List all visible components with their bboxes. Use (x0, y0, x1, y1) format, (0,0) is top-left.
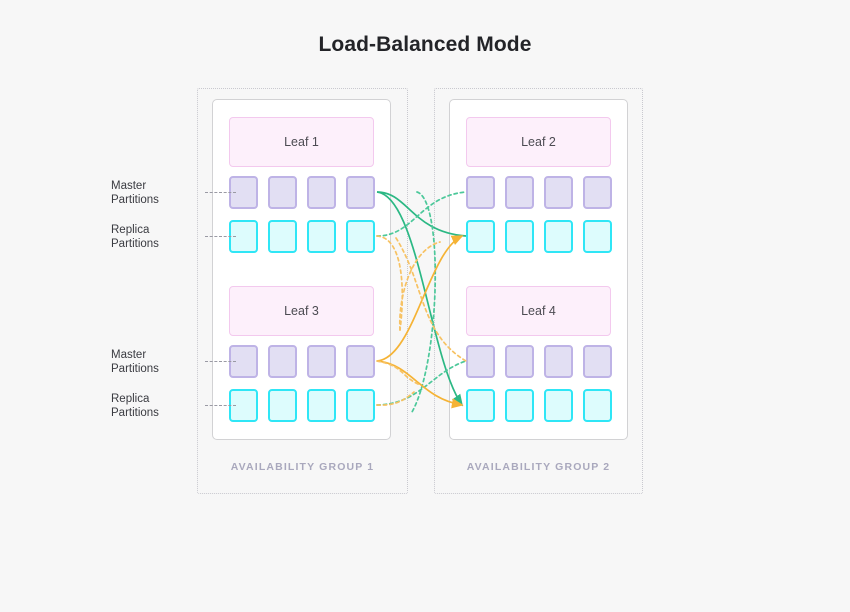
partition-master-leaf4-3[interactable] (544, 345, 573, 378)
partition-replica-leaf4-1[interactable] (466, 389, 495, 422)
partition-master-leaf4-1[interactable] (466, 345, 495, 378)
partition-master-leaf3-3[interactable] (307, 345, 336, 378)
row-label-line1: Master (111, 180, 147, 192)
availability-group-2-caption: AVAILABILITY GROUP 2 (466, 461, 611, 473)
partition-replica-leaf1-2[interactable] (268, 220, 297, 253)
partition-master-leaf3-4[interactable] (346, 345, 375, 378)
partition-replica-leaf2-3[interactable] (544, 220, 573, 253)
partition-master-leaf2-1[interactable] (466, 176, 495, 209)
partition-master-leaf1-3[interactable] (307, 176, 336, 209)
leaf-label: Leaf 2 (521, 135, 556, 149)
row-label-line1: Replica (111, 393, 150, 405)
link-green-dotted-crossdown (411, 191, 437, 413)
partition-master-leaf1-2[interactable] (268, 176, 297, 209)
partition-master-leaf1-4[interactable] (346, 176, 375, 209)
leader-line-master-bottom (205, 361, 236, 362)
row-label-line2: Partitions (111, 362, 159, 375)
partition-replica-leaf3-4[interactable] (346, 389, 375, 422)
leader-line-master-top (205, 192, 236, 193)
row-label-replica-bottom: Replica Partitions (111, 393, 203, 420)
row-label-replica-top: Replica Partitions (111, 224, 203, 251)
leader-line-replica-top (205, 236, 236, 237)
leaf-box-leaf-4[interactable]: Leaf 4 (466, 286, 611, 336)
partition-replica-leaf2-1[interactable] (466, 220, 495, 253)
partition-replica-leaf1-3[interactable] (307, 220, 336, 253)
partition-master-leaf3-2[interactable] (268, 345, 297, 378)
partition-master-leaf4-2[interactable] (505, 345, 534, 378)
row-label-master-top: Master Partitions (111, 180, 203, 207)
partition-replica-leaf4-2[interactable] (505, 389, 534, 422)
leaf-box-leaf-3[interactable]: Leaf 3 (229, 286, 374, 336)
partition-master-leaf2-3[interactable] (544, 176, 573, 209)
leaf-label: Leaf 3 (284, 304, 319, 318)
leaf-box-leaf-1[interactable]: Leaf 1 (229, 117, 374, 167)
partition-replica-leaf3-3[interactable] (307, 389, 336, 422)
row-label-line2: Partitions (111, 237, 159, 250)
partition-replica-leaf3-2[interactable] (268, 389, 297, 422)
leaf-label: Leaf 1 (284, 135, 319, 149)
partition-master-leaf4-4[interactable] (583, 345, 612, 378)
partition-replica-leaf2-2[interactable] (505, 220, 534, 253)
leader-line-replica-bottom (205, 405, 236, 406)
leaf-box-leaf-2[interactable]: Leaf 2 (466, 117, 611, 167)
partition-replica-leaf1-4[interactable] (346, 220, 375, 253)
partition-replica-leaf4-3[interactable] (544, 389, 573, 422)
partition-master-leaf2-2[interactable] (505, 176, 534, 209)
partition-master-leaf2-4[interactable] (583, 176, 612, 209)
row-label-line1: Master (111, 349, 147, 361)
partition-replica-leaf2-4[interactable] (583, 220, 612, 253)
row-label-master-bottom: Master Partitions (111, 349, 203, 376)
leaf-label: Leaf 4 (521, 304, 556, 318)
row-label-line2: Partitions (111, 193, 159, 206)
row-label-line1: Replica (111, 224, 150, 236)
page-title: Load-Balanced Mode (318, 33, 532, 56)
partition-replica-leaf4-4[interactable] (583, 389, 612, 422)
row-label-line2: Partitions (111, 406, 159, 419)
availability-group-1-caption: AVAILABILITY GROUP 1 (230, 461, 375, 473)
